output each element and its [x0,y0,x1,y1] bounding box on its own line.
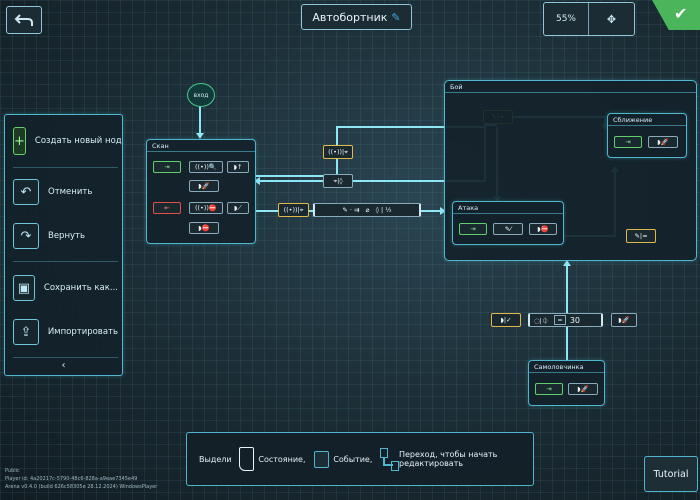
scan-radar-icon[interactable]: ((•))🔍 [189,161,223,173]
exit-action-icon[interactable]: ⇤ [153,202,181,214]
create-node-label: Создать новый нод [34,136,122,146]
tutorial-button[interactable]: Tutorial [644,456,698,492]
add-node-icon: + [13,127,26,155]
node-title: Самоловчинка [534,363,584,371]
missile-icon[interactable]: ◗🚀 [568,383,598,395]
stop-shield-icon[interactable]: ◗⛔ [189,222,219,234]
arrow-head [440,207,446,215]
import-button[interactable]: ⇪ Импортировать [13,313,118,351]
create-node-button[interactable]: + Создать новый нод [13,122,122,160]
zoom-level[interactable]: 55% [544,3,589,35]
condition-radar-composite[interactable]: ((•))|⌖ [278,203,309,217]
enter-action-icon[interactable]: ⇥ [535,383,563,395]
condition-target-shield[interactable]: ⌖|◊ [323,174,353,188]
node-approach[interactable]: Сближение ⇥ ◗🚀 [607,113,687,158]
missile-icon[interactable]: ◗🚀 [189,180,219,192]
import-label: Импортировать [47,327,118,337]
save-as-button[interactable]: ▣ Сохранить как... [13,269,118,307]
shield-toggle-icon[interactable]: ◗⟋ [227,202,249,214]
counter-value[interactable]: 30 [569,315,581,325]
node-title: Бой [450,83,463,91]
arrow-head [196,133,204,139]
node-homing[interactable]: Самоловчинка ⇥ ◗🚀 [528,360,605,406]
undo-icon: ↶ [13,179,39,205]
collapse-menu-button[interactable]: ‹ [61,360,66,371]
undo-button[interactable]: ↶ Отменить [13,173,118,211]
build-info-line: Public [5,468,20,474]
node-title: Скан [152,142,169,150]
pencil-icon[interactable]: ✎ [391,10,401,24]
stop-radar-icon[interactable]: ((•))⛔ [189,202,223,214]
transition-shape-icon [380,448,400,471]
state-shape-icon [238,447,255,471]
fire-icon[interactable]: ✎⁄ [493,223,523,235]
legend-transition-label: Переход, чтобы начать редактировать [398,450,498,468]
condition-radar-target[interactable]: ((•))|⌖ [323,145,353,159]
node-title: Атака [458,204,479,212]
event-shape-icon [313,450,330,468]
condition-group[interactable]: ✎ · ⇉ ⌀ ◊ | ½ [313,203,421,217]
missile-icon[interactable]: ◗🚀 [648,136,678,148]
back-arrow-icon [14,14,33,26]
legend-state-label: Состояние, [258,454,306,464]
condition-counter-group[interactable]: ◌|⏀ = 30 [528,313,603,327]
start-node[interactable]: вход [187,83,215,107]
arrow-head [254,177,260,185]
arrow-head [563,260,571,266]
import-icon: ⇪ [13,319,39,345]
legend-event-label: Событие, [333,454,373,464]
shield-boost-icon[interactable]: ◗↑ [227,161,249,173]
timer-icon: ◌|⏀ [534,317,549,325]
node-title: Сближение [613,116,653,124]
enter-action-icon[interactable]: ⇥ [614,136,642,148]
graph-title-bar[interactable]: Автобортник ✎ [301,4,412,30]
save-as-label: Сохранить как... [43,283,118,293]
move-icon[interactable]: ✥ [606,12,617,26]
legend-panel: Выдели Состояние, Событие, Переход, чтоб… [186,432,534,486]
redo-icon: ↷ [13,223,39,249]
zoom-controls: 55% ✥ [543,2,635,36]
equals-sign: = [554,315,566,325]
build-info-line: Player id: 4a20217c-5790-48c6-828a-a9eae… [5,476,138,482]
node-scan[interactable]: Скан ⇥ ((•))🔍 ◗↑ ◗🚀 ⇤ ((•))⛔ ◗⟋ ◗⛔ [146,139,256,244]
redo-button[interactable]: ↷ Вернуть [13,217,118,255]
floppy-disk-icon: ▣ [13,275,35,301]
build-info: Public Player id: 4a20217c-5790-48c6-828… [5,467,157,491]
enter-action-icon[interactable]: ⇥ [459,223,487,235]
redo-label: Вернуть [48,231,86,241]
graph-title: Автобортник [312,10,388,24]
enter-action-icon[interactable]: ⇥ [153,161,181,173]
condition-missile[interactable]: ◗🚀 [611,313,637,327]
stop-shield-icon[interactable]: ◗⛔ [529,223,557,235]
back-button[interactable] [6,6,42,34]
condition-attack-to-approach[interactable]: ✎|≈ [626,229,656,243]
side-menu: + Создать новый нод ↶ Отменить ↷ Вернуть… [4,114,123,376]
checkmark-icon: ✔ [674,4,688,23]
start-label: вход [193,91,209,99]
node-attack[interactable]: Атака ⇥ ✎⁄ ◗⛔ [452,201,564,245]
condition-shield-check[interactable]: ◗|✓ [491,313,521,327]
tutorial-label: Tutorial [653,468,689,480]
build-info-line: Arena v0.4.0 (build 626c58305e 28.12.202… [5,484,158,490]
legend-select-label: Выдели [199,454,232,464]
undo-label: Отменить [48,187,93,197]
